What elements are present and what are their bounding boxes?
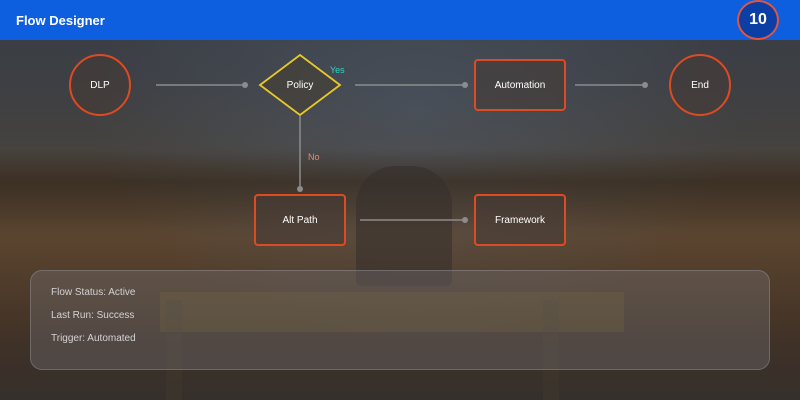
- background-bench: [160, 292, 624, 332]
- connector-endpoint: [462, 217, 468, 223]
- background-figure: [356, 166, 452, 286]
- background-bench-leg: [166, 300, 182, 400]
- node-end[interactable]: End: [669, 54, 731, 116]
- node-framework[interactable]: Framework: [474, 194, 566, 246]
- node-automation[interactable]: Automation: [474, 59, 566, 111]
- node-alt-path[interactable]: Alt Path: [254, 194, 346, 246]
- last-run-text: Last Run: Success: [51, 310, 135, 321]
- edge-label-yes: Yes: [330, 65, 345, 75]
- trigger-text: Trigger: Automated: [51, 333, 136, 344]
- status-panel: Flow Status: Active Last Run: Success Tr…: [30, 270, 770, 370]
- policy-decision-shape[interactable]: [258, 53, 342, 117]
- count-badge[interactable]: 10: [737, 0, 779, 40]
- node-policy-label[interactable]: Policy: [286, 79, 314, 91]
- node-dlp[interactable]: DLP: [69, 54, 131, 116]
- background-bench-leg: [543, 300, 559, 400]
- connector-endpoint: [242, 82, 248, 88]
- edge-label-no: No: [308, 152, 320, 162]
- flow-status-text: Flow Status: Active: [51, 287, 136, 298]
- app-header: Flow Designer: [0, 0, 800, 40]
- app-title: Flow Designer: [16, 12, 105, 28]
- connector-endpoint: [642, 82, 648, 88]
- connector-endpoint: [297, 186, 303, 192]
- connector-endpoint: [462, 82, 468, 88]
